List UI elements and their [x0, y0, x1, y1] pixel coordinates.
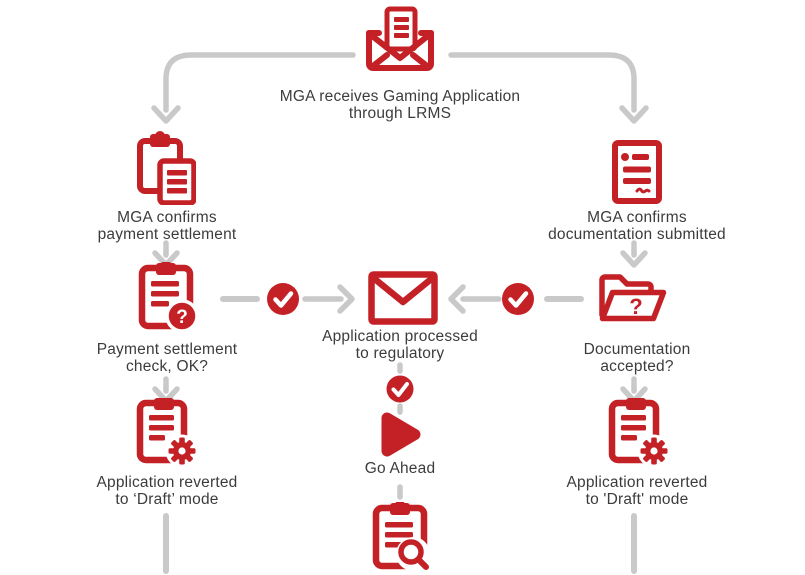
label-line: Go Ahead — [364, 460, 436, 477]
document-icon — [612, 140, 662, 204]
label-line: accepted? — [600, 358, 674, 375]
label-line: Documentation — [583, 341, 691, 358]
node-label-doc-confirm: MGA confirms documentation submitted — [507, 209, 767, 243]
node-label-payment-confirm: MGA confirms payment settlement — [37, 209, 297, 243]
connector-mid-left-b — [302, 284, 355, 314]
clipboard-gear-icon — [608, 398, 671, 468]
label-line: to ‘Draft’ mode — [115, 491, 219, 508]
node-label-draft-left: Application reverted to ‘Draft’ mode — [37, 474, 297, 508]
clipboard-search-icon — [372, 502, 430, 571]
node-label-go-ahead: Go Ahead — [270, 460, 530, 477]
clipboard-document-icon — [137, 131, 196, 205]
question-mark: ? — [629, 294, 642, 319]
clipboard-gear-icon — [136, 398, 199, 468]
label-line: MGA confirms — [117, 209, 217, 226]
check-circle-icon — [386, 375, 414, 403]
label-line: Application reverted — [566, 474, 708, 491]
label-line: check, OK? — [125, 358, 209, 375]
label-line: MGA receives Gaming Application — [279, 88, 521, 105]
label-line: Payment settlement — [96, 341, 238, 358]
label-line: to regulatory — [355, 345, 445, 362]
label-line: to 'Draft' mode — [585, 491, 689, 508]
connector-mid-right-b — [448, 284, 502, 314]
connector-right-down-1 — [620, 240, 648, 268]
question-badge: ? — [176, 307, 188, 328]
label-line: MGA confirms — [587, 209, 687, 226]
node-label-draft-right: Application reverted to 'Draft' mode — [507, 474, 767, 508]
envelope-icon — [368, 271, 438, 325]
label-line: Application processed — [322, 328, 478, 345]
node-label-payment-check: Payment settlement check, OK? — [37, 341, 297, 375]
check-circle-icon — [502, 283, 534, 315]
node-label-receive: MGA receives Gaming Application through … — [270, 88, 530, 122]
mail-receive-icon — [366, 6, 434, 71]
label-line: payment settlement — [97, 226, 237, 243]
check-circle-icon — [267, 283, 299, 315]
label-line: documentation submitted — [548, 226, 726, 243]
label-line: Application reverted — [96, 474, 238, 491]
node-label-processed: Application processed to regulatory — [270, 328, 530, 362]
play-icon — [381, 412, 421, 457]
folder-question-icon: ? — [599, 274, 667, 322]
clipboard-question-icon: ? — [138, 262, 199, 333]
node-label-doc-check: Documentation accepted? — [507, 341, 767, 375]
label-line: through LRMS — [348, 105, 452, 122]
